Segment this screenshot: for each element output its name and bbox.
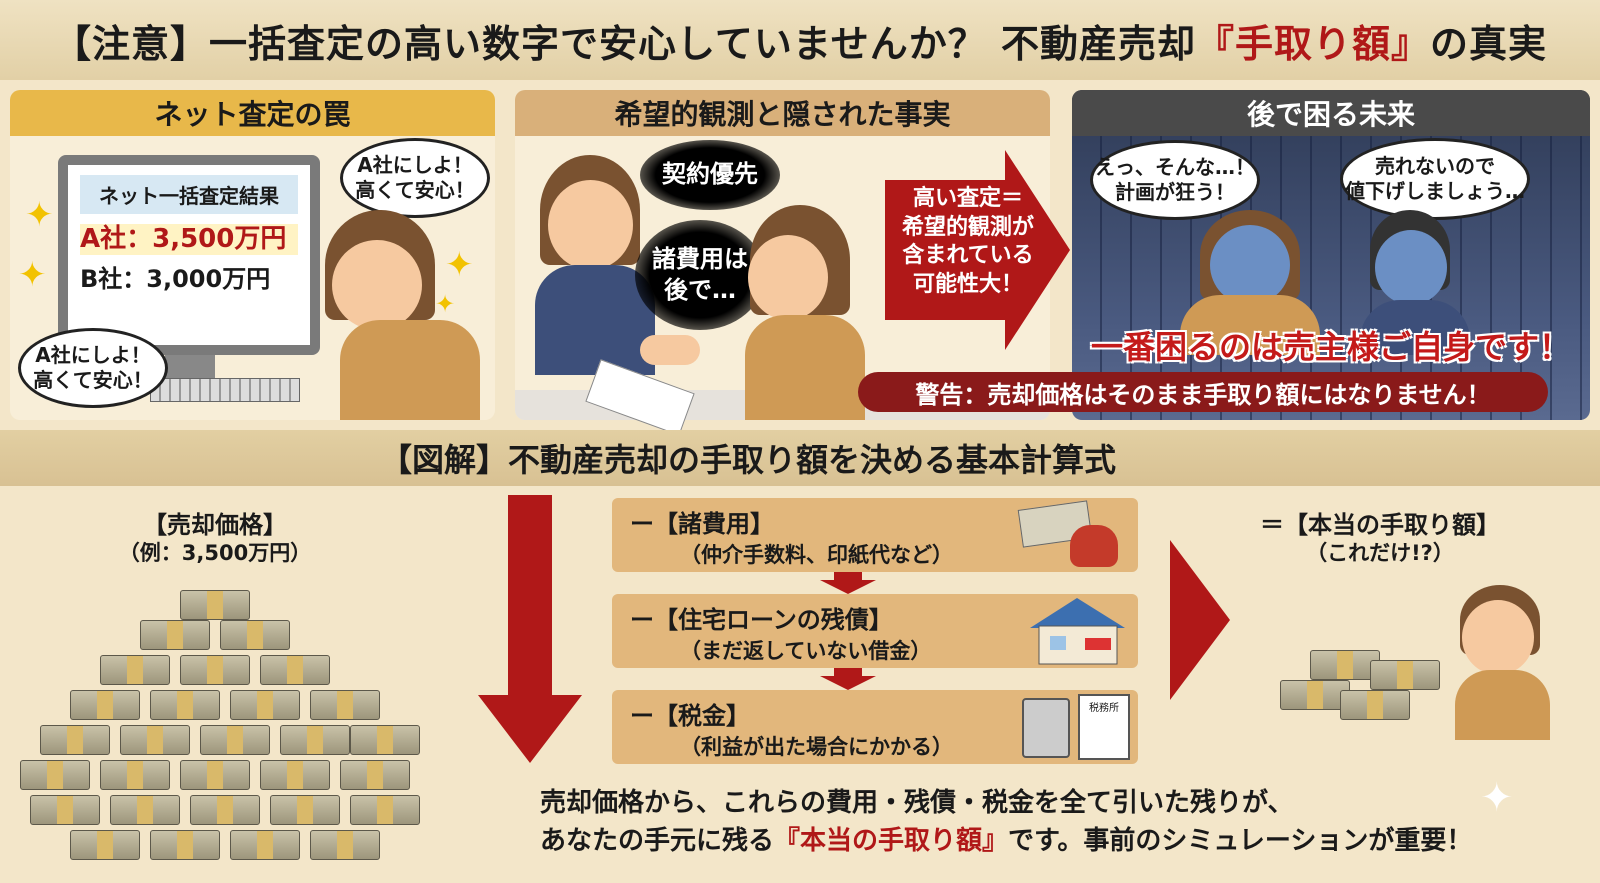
keyboard-illustration [150,378,300,402]
house-icon [1030,598,1125,665]
monitor-illustration: ネット一括査定結果 A社：3,500万円 B社：3,000万円 [58,155,320,355]
tax-form-icon: 税務所 [1078,694,1130,760]
customer-body [745,315,865,420]
speech-bubble: えっ、そんな…！ 計画が狂う！ [1090,140,1260,220]
summary-line-2: あなたの手元に残る『本当の手取り額』です。事前のシミュレーションが重要！ [540,820,1472,857]
agent-face [548,180,633,270]
customer-face [748,235,828,320]
title-prefix: 【注意】一括査定の高い数字で安心していませんか？ 不動産売却 [53,21,1196,66]
speech-bubble: A社にしよ！ 高くて安心！ [340,138,490,218]
screen-title: ネット一括査定結果 [80,175,298,214]
panel-header: 後で困る未来 [1072,90,1590,136]
speech-bubble: A社にしよ！ 高くて安心！ [18,328,168,408]
summary-highlight: 『本当の手取り額』 [774,826,1009,856]
money-pile-illustration [10,585,430,865]
summary-prefix: あなたの手元に残る [540,826,775,856]
panel-header: ネット査定の罠 [10,90,495,136]
result-a: A社：3,500万円 [80,224,298,256]
small-arrow-down [820,572,876,594]
deduction-sub: （仲介手数料、印紙代など） [680,543,953,567]
deduction-sub: （利益が出た場合にかかる） [680,735,953,759]
warning-banner: 警告：売却価格はそのまま手取り額にはなりません！ [858,372,1548,412]
arrow-text: 高い査定＝ 希望的観測が 含まれている 可能性大！ [901,186,1034,297]
summary-suffix: です。事前のシミュレーションが重要！ [1008,826,1473,856]
agent-suit [1360,300,1470,355]
panel-future-trouble: 後で困る未来 [1072,90,1590,420]
panel-header: 希望的観測と隠された事実 [515,90,1050,136]
deduction-title: ー【諸費用】 [630,510,774,538]
sparkle-icon: ✦ [435,290,456,318]
sparkle-icon: ✦ [1480,775,1514,821]
small-money-illustration [1270,650,1450,740]
deduction-title: ー【住宅ローンの残債】 [630,606,893,634]
result-b: B社：3,000万円 [80,265,271,294]
page-title: 【注意】一括査定の高い数字で安心していませんか？ 不動産売却『手取り額』の真実 [0,0,1600,80]
summary-line-1: 売却価格から、これらの費用・残債・税金を全て引いた残りが、 [540,788,1294,818]
sparkle-icon: ✦ [18,255,47,295]
deduction-sub: （まだ返していない借金） [680,639,932,663]
sparkle-icon: ✦ [445,245,474,285]
deduction-title: ー【税金】 [630,702,750,730]
agent-face [1375,230,1447,305]
thought-bubble: 諸費用は 後で… [635,220,765,330]
seller-body [1455,670,1550,740]
purse-icon [1070,525,1118,567]
result-label: ＝【本当の手取り額】 [1260,511,1500,539]
customer-face [332,240,422,330]
title-highlight: 『手取り額』 [1195,21,1430,66]
red-arrow-down [478,495,582,763]
section-header: 【図解】不動産売却の手取り額を決める基本計算式 [0,430,1600,486]
calculator-icon [1022,698,1070,758]
title-suffix: の真実 [1429,21,1547,66]
seller-face [1462,600,1534,675]
seller-body [1180,295,1320,355]
sale-price-label: 【売却価格】 [143,511,287,539]
sale-price-example: （例：3,500万円） [118,541,312,565]
handshake-illustration [640,335,700,365]
sparkle-icon: ✦ [25,195,54,235]
panel3-caption: 一番困るのは売主様ご自身です！ [1090,328,1571,366]
thought-bubble: 契約優先 [640,140,780,210]
customer-body [340,320,480,420]
red-chevron-right [1170,540,1230,700]
speech-bubble: 売れないので 値下げしましょう… [1340,138,1530,220]
red-arrow-right [885,150,1070,350]
small-arrow-down [820,668,876,690]
result-sub: （これだけ!?） [1306,541,1454,565]
seller-face [1210,225,1290,305]
